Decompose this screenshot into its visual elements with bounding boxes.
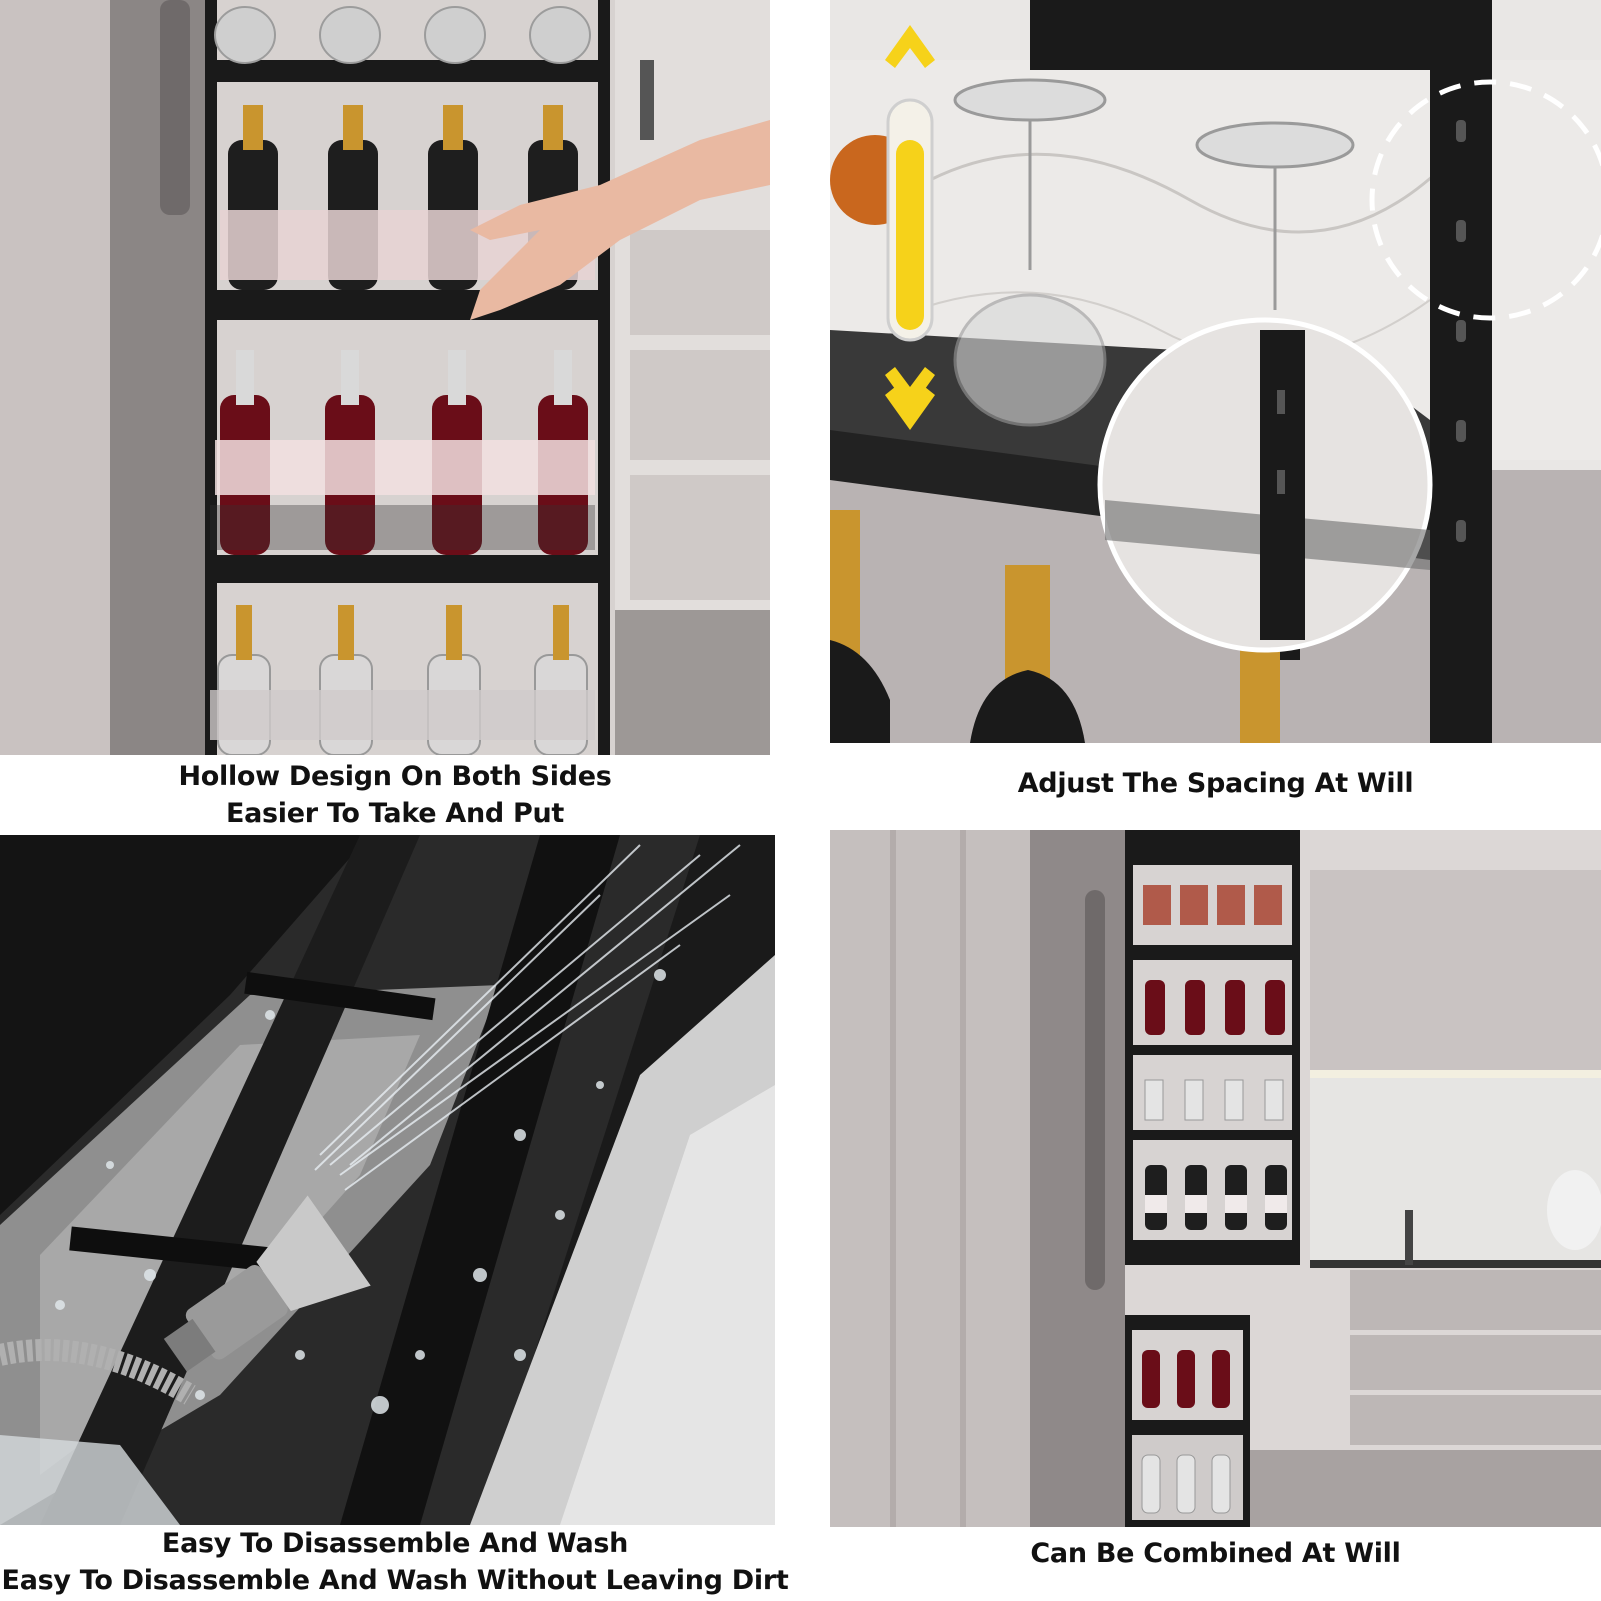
panel-combined: Can Be Combined At Will — [830, 830, 1601, 1601]
caption-easy-wash: Easy To Disassemble And Wash Easy To Dis… — [0, 1525, 790, 1599]
caption-combined: Can Be Combined At Will — [830, 1535, 1601, 1572]
caption-line-1: Hollow Design On Both Sides — [178, 761, 612, 792]
photo-shelf-closeup — [830, 0, 1601, 743]
photo-washing-tray — [0, 835, 775, 1525]
caption-line-2: Easy To Disassemble And Wash Without Lea… — [1, 1565, 789, 1596]
panel-hollow-design: Hollow Design On Both Sides Easier To Ta… — [0, 0, 770, 825]
caption-line-1: Easy To Disassemble And Wash — [161, 1528, 629, 1559]
caption-hollow-design: Hollow Design On Both Sides Easier To Ta… — [0, 758, 770, 825]
caption-line-1: Can Be Combined At Will — [1030, 1538, 1401, 1569]
caption-line-1: Adjust The Spacing At Will — [1017, 768, 1414, 799]
panel-easy-wash: Easy To Disassemble And Wash Easy To Dis… — [0, 835, 790, 1601]
caption-line-2: Easier To Take And Put — [225, 798, 565, 825]
panel-adjust-spacing: Adjust The Spacing At Will — [830, 0, 1601, 825]
photo-pullout-rack-hand — [0, 0, 770, 755]
photo-kitchen-pullout — [830, 830, 1601, 1527]
caption-adjust-spacing: Adjust The Spacing At Will — [830, 765, 1601, 802]
